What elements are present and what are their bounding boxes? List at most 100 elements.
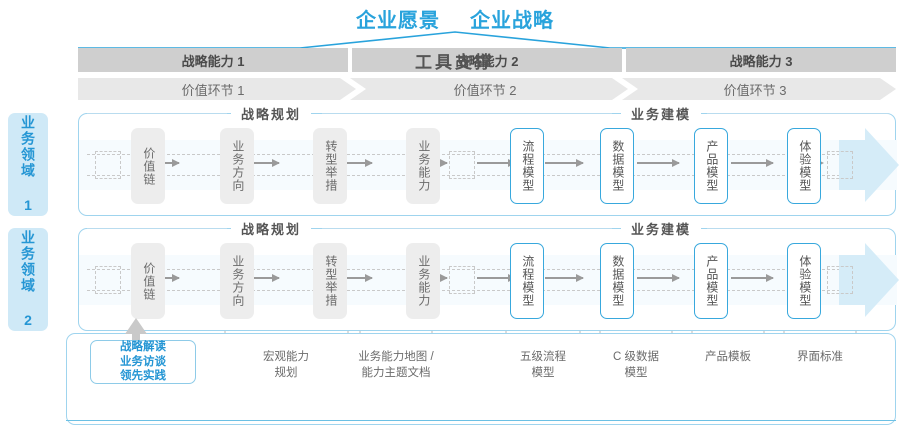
node-label: 业务能力 (416, 140, 431, 192)
capability-cell-2[interactable]: 战略能力 2 (352, 48, 622, 72)
bottom-divider (66, 420, 896, 422)
section-rule-mid-2 (322, 228, 612, 230)
value-stage-2[interactable]: 价值环节 2 (350, 78, 628, 100)
capability-cell-3[interactable]: 战略能力 3 (626, 48, 896, 72)
flow-band-1 (79, 128, 899, 202)
section-rule-left-1 (87, 113, 227, 115)
tool-support-title: 工具支撑 (415, 53, 495, 72)
flow-arrow-2-7 (637, 273, 680, 282)
flow-arrow-1-7 (637, 158, 680, 167)
section-rule-right-1 (707, 113, 889, 115)
value-stage-1-label: 价值环节 1 (181, 82, 245, 98)
capability-cell-1[interactable]: 战略能力 1 (78, 48, 348, 72)
title-enterprise-strategy: 企业战略 (470, 10, 554, 32)
flow-band-tail-2 (839, 255, 869, 305)
node-label: 数据模型 (610, 255, 625, 307)
node-product-model-1[interactable]: 产品模型 (694, 128, 728, 204)
node-label: 业务能力 (416, 255, 431, 307)
node-data-model-2[interactable]: 数据模型 (600, 243, 634, 319)
node-value-chain-1[interactable]: 价值链 (131, 128, 165, 204)
node-label: 产品模型 (704, 140, 719, 192)
tool-label-line: 产品模板 (705, 351, 751, 363)
section-title-planning-2: 战略规划 (231, 220, 312, 237)
flow-arrow-1-8 (731, 158, 774, 167)
domain-row-1: 战略规划 业务建模 价值链 业务方向 转型举措 (78, 105, 899, 216)
flow-band-tail-1 (839, 140, 869, 190)
tool-highlight-line-3: 领先实践 (120, 370, 166, 383)
section-rule-right-2 (707, 228, 889, 230)
tool-label-ui-standard: 界面标准 (770, 350, 870, 366)
flow-arrow-2-2 (235, 273, 280, 282)
node-label: 价值链 (141, 261, 156, 301)
tool-support-panel (66, 333, 896, 425)
tool-highlight-label: 战略解读 业务访谈 领先实践 (120, 340, 166, 385)
node-transformation-measures-1[interactable]: 转型举措 (313, 128, 347, 204)
tool-label-line: C 级数据 (613, 351, 659, 363)
tool-label-line: 五级流程 (520, 351, 566, 363)
tool-label-line: 能力主题文档 (361, 366, 431, 379)
tool-label-line: 界面标准 (797, 351, 843, 363)
tool-label-capability-map: 业务能力地图 / 能力主题文档 (336, 350, 456, 381)
flow-arrow-1-3 (328, 158, 373, 167)
tool-label-line: 业务能力地图 / (358, 351, 434, 363)
node-process-model-1[interactable]: 流程模型 (510, 128, 544, 204)
flow-band-dashed-track-2 (87, 269, 845, 291)
placeholder-slot-2b (449, 266, 475, 294)
section-rule-left-2 (87, 228, 227, 230)
node-business-capability-1[interactable]: 业务能力 (406, 128, 440, 204)
tool-highlight-line-2: 业务访谈 (120, 355, 166, 368)
node-business-direction-1[interactable]: 业务方向 (220, 128, 254, 204)
title-enterprise-vision: 企业愿景 (356, 10, 440, 32)
enterprise-titles: 企业愿景 企业战略 (0, 4, 910, 33)
section-rule-mid-1 (322, 113, 612, 115)
domain-tag-2-label: 业务领域 2 (20, 229, 36, 330)
placeholder-slot-1a (95, 151, 121, 179)
node-label: 产品模型 (704, 255, 719, 307)
value-stage-2-label: 价值环节 2 (453, 82, 517, 98)
placeholder-slot-1b (449, 151, 475, 179)
node-label: 体验模型 (797, 140, 812, 192)
value-stage-3-label: 价值环节 3 (723, 82, 787, 98)
tool-highlight-line-1: 战略解读 (120, 340, 166, 353)
domain-tag-2[interactable]: 业务领域 2 (8, 228, 48, 331)
node-label: 业务方向 (230, 140, 245, 192)
tool-uplink-stem (132, 330, 140, 342)
section-title-planning-1: 战略规划 (231, 105, 312, 122)
node-value-chain-2[interactable]: 价值链 (131, 243, 165, 319)
section-title-modeling-2: 业务建模 (621, 220, 702, 237)
node-experience-model-1[interactable]: 体验模型 (787, 128, 821, 204)
domain-tag-1[interactable]: 业务领域 1 (8, 113, 48, 216)
node-label: 转型举措 (323, 255, 338, 307)
tool-label-c-level-data: C 级数据 模型 (586, 350, 686, 381)
section-title-modeling-1: 业务建模 (621, 105, 702, 122)
node-label: 转型举措 (323, 140, 338, 192)
tool-label-line: 宏观能力 (263, 351, 309, 363)
flow-arrow-1-2 (235, 158, 280, 167)
node-product-model-2[interactable]: 产品模型 (694, 243, 728, 319)
flow-band-2 (79, 243, 899, 317)
tool-label-product-template: 产品模板 (678, 350, 778, 366)
domain-tag-1-label: 业务领域 1 (20, 114, 36, 215)
tool-label-line: 模型 (531, 366, 555, 379)
value-stage-3[interactable]: 价值环节 3 (622, 78, 896, 100)
node-business-direction-2[interactable]: 业务方向 (220, 243, 254, 319)
node-label: 流程模型 (520, 140, 535, 192)
flow-band-dashed-track-1 (87, 154, 845, 176)
node-label: 体验模型 (797, 255, 812, 307)
node-transformation-measures-2[interactable]: 转型举措 (313, 243, 347, 319)
value-stage-1[interactable]: 价值环节 1 (78, 78, 356, 100)
flow-arrow-2-6 (545, 273, 584, 282)
tool-highlight-box[interactable]: 战略解读 业务访谈 领先实践 (90, 340, 196, 384)
tool-label-macro-capability: 宏观能力 规划 (236, 350, 336, 381)
tool-uplink-arrow-icon (125, 318, 147, 334)
node-label: 业务方向 (230, 255, 245, 307)
flow-band-arrowhead-2 (865, 243, 899, 317)
node-label: 数据模型 (610, 140, 625, 192)
node-experience-model-2[interactable]: 体验模型 (787, 243, 821, 319)
domain-row-2: 战略规划 业务建模 价值链 业务方向 转型举措 业务能力 (78, 220, 899, 331)
tool-label-line: 模型 (624, 366, 648, 379)
node-process-model-2[interactable]: 流程模型 (510, 243, 544, 319)
node-business-capability-2[interactable]: 业务能力 (406, 243, 440, 319)
node-data-model-1[interactable]: 数据模型 (600, 128, 634, 204)
